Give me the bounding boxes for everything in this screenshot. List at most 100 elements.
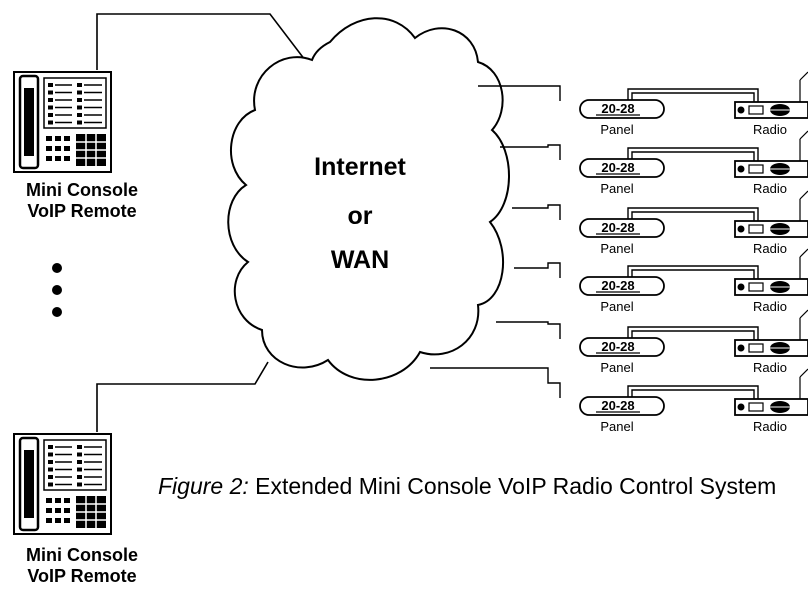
antenna-icon <box>799 248 808 258</box>
line-key <box>77 482 82 487</box>
cloud-label-wan: WAN <box>330 246 390 274</box>
radio-label: Radio <box>753 181 787 196</box>
remote-2-label-line1: Mini Console <box>26 545 138 565</box>
cable <box>631 151 755 161</box>
panel-model: 20-28 <box>601 160 634 175</box>
ellipsis-dot <box>52 285 62 295</box>
network-link <box>478 85 561 101</box>
function-key <box>55 146 61 151</box>
panel-label: Panel <box>600 181 633 196</box>
function-key <box>55 518 61 523</box>
line-key <box>77 98 82 102</box>
line-key <box>77 113 82 117</box>
panel-icon <box>579 276 665 296</box>
panel-model: 20-28 <box>601 278 634 293</box>
line-key <box>48 98 53 102</box>
line-key <box>77 105 82 110</box>
panel-label: Panel <box>600 241 633 256</box>
network-link <box>430 367 561 398</box>
radio-label: Radio <box>753 241 787 256</box>
line-key <box>77 83 82 87</box>
line-key <box>48 90 53 95</box>
remote-unit-1 <box>13 71 112 173</box>
function-key <box>64 146 70 151</box>
cable <box>627 385 759 399</box>
function-key <box>64 518 70 523</box>
radio-display <box>748 343 764 353</box>
radio-display <box>748 402 764 412</box>
radio-label: Radio <box>753 360 787 375</box>
display-panel <box>43 77 107 129</box>
radio-display <box>748 164 764 174</box>
radio-knob <box>737 283 745 291</box>
cable <box>627 265 759 279</box>
cable <box>631 92 755 102</box>
antenna-icon <box>799 368 808 378</box>
function-key <box>46 508 52 513</box>
remote-unit-2 <box>13 433 112 535</box>
function-key <box>46 136 52 141</box>
radio-display <box>748 224 764 234</box>
radio-label: Radio <box>753 122 787 137</box>
line-key <box>48 482 53 487</box>
cable <box>627 326 759 340</box>
antenna-icon <box>799 309 808 319</box>
radio-knob <box>737 165 745 173</box>
cable <box>631 211 755 221</box>
line-key <box>77 445 82 449</box>
line-key <box>48 467 53 472</box>
cloud-label-or: or <box>347 202 373 230</box>
function-key <box>55 498 61 503</box>
cloud-label-internet: Internet <box>314 153 406 181</box>
network-cloud <box>227 17 510 381</box>
ellipsis-dot <box>52 263 62 273</box>
cable <box>627 147 759 161</box>
line-key <box>48 460 53 464</box>
remote-1-label-line2: VoIP Remote <box>27 201 137 221</box>
line-key <box>48 452 53 457</box>
panel-label: Panel <box>600 360 633 375</box>
panel-icon <box>579 158 665 178</box>
network-link <box>514 262 561 278</box>
line-key <box>77 467 82 472</box>
panel-model: 20-28 <box>601 398 634 413</box>
panel-model: 20-28 <box>601 101 634 116</box>
cable <box>631 330 755 340</box>
function-key <box>64 136 70 141</box>
remote-1-link <box>96 13 306 70</box>
cable <box>627 207 759 221</box>
function-key <box>55 136 61 141</box>
function-key <box>46 518 52 523</box>
line-key <box>48 105 53 110</box>
figure-caption: Figure 2: Extended Mini Console VoIP Rad… <box>158 473 776 500</box>
radio-knob <box>737 344 745 352</box>
handset-grip <box>24 88 34 156</box>
panel-icon <box>579 337 665 357</box>
handset-grip <box>24 450 34 518</box>
remote-2-link <box>96 361 269 432</box>
line-key <box>48 475 53 479</box>
panel-icon <box>579 218 665 238</box>
line-key <box>48 120 53 125</box>
line-key <box>48 113 53 117</box>
panel-label: Panel <box>600 419 633 434</box>
radio-knob <box>737 106 745 114</box>
cable <box>631 389 755 399</box>
line-key <box>77 460 82 464</box>
network-link <box>512 204 561 220</box>
function-key <box>55 508 61 513</box>
panel-label: Panel <box>600 122 633 137</box>
network-link <box>500 144 561 160</box>
radio-label: Radio <box>753 419 787 434</box>
panel-model: 20-28 <box>601 339 634 354</box>
figure-caption-prefix: Figure 2: <box>158 473 249 499</box>
antenna-icon <box>799 190 808 200</box>
function-key <box>55 156 61 161</box>
cable <box>631 269 755 279</box>
panel-model: 20-28 <box>601 220 634 235</box>
function-key <box>64 498 70 503</box>
display-panel <box>43 439 107 491</box>
